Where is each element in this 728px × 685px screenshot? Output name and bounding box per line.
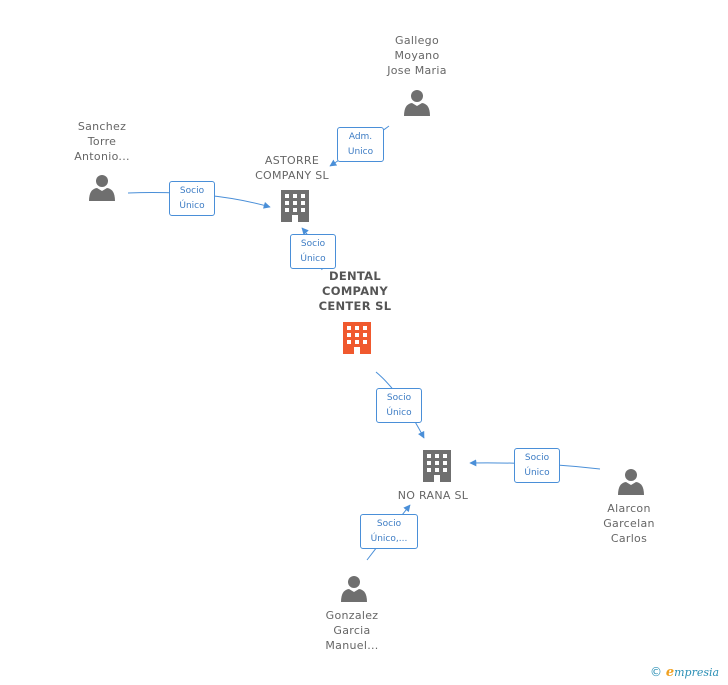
node-label-line: Gallego: [395, 34, 439, 47]
edge-label-line: Adm.: [348, 132, 373, 142]
person-icon[interactable]: [341, 576, 367, 602]
node-label-line: COMPANY SL: [255, 169, 329, 182]
node-label-gonzalez[interactable]: Gonzalez Garcia Manuel...: [300, 608, 404, 653]
node-label-line: Alarcon: [607, 502, 651, 515]
edge-label-line: Único: [386, 408, 412, 418]
person-icon[interactable]: [404, 90, 430, 116]
brand-name: mpresia: [674, 666, 720, 679]
edge-label-socio-unico[interactable]: Socio Único: [514, 448, 560, 483]
node-label-line: COMPANY: [322, 284, 388, 298]
person-icon[interactable]: [89, 175, 115, 201]
node-label-line: Carlos: [610, 532, 648, 545]
node-label-line: Garcelan: [603, 517, 655, 530]
edge-label-socio-unico[interactable]: Socio Único: [169, 181, 215, 216]
node-label-astorre[interactable]: ASTORRE COMPANY SL: [237, 153, 347, 183]
edge-label-line: Único,...: [370, 534, 408, 544]
edge-label-line: Socio: [386, 393, 412, 403]
edge-label-line: Socio: [300, 239, 326, 249]
node-label-line: Garcia: [333, 624, 371, 637]
edge-label-line: Unico: [347, 147, 374, 157]
edge-label-line: Socio: [376, 519, 402, 529]
person-icon[interactable]: [618, 469, 644, 495]
edge-label-line: Único: [524, 468, 550, 478]
node-label-line: Jose Maria: [387, 64, 447, 77]
edge-label-line: Socio: [179, 186, 205, 196]
node-label-line: Torre: [87, 135, 117, 148]
node-label-line: DENTAL: [328, 269, 381, 283]
edge-label-socio-unico[interactable]: Socio Único: [376, 388, 422, 423]
node-label-line: Sanchez: [77, 120, 127, 133]
node-label-line: Moyano: [394, 49, 440, 62]
edge-label-adm-unico[interactable]: Adm. Unico: [337, 127, 384, 162]
node-label-norana[interactable]: NO RANA SL: [380, 488, 486, 503]
building-icon[interactable]: [423, 450, 451, 482]
node-label-gallego[interactable]: Gallego Moyano Jose Maria: [364, 33, 470, 78]
node-label-sanchez[interactable]: Sanchez Torre Antonio...: [50, 119, 154, 164]
node-label-line: Gonzalez: [325, 609, 379, 622]
edge-label-line: Único: [179, 201, 205, 211]
building-icon[interactable]: [281, 190, 309, 222]
brand-footer: © empresia: [650, 665, 719, 680]
node-label-line: Manuel...: [325, 639, 379, 652]
building-icon-main[interactable]: [343, 322, 371, 354]
node-label-line: CENTER SL: [318, 299, 392, 313]
node-label-line: Antonio...: [74, 150, 130, 163]
node-label-alarcon[interactable]: Alarcon Garcelan Carlos: [577, 501, 681, 546]
brand-logo-letter: e: [665, 665, 675, 680]
edge-label-line: Único: [300, 254, 326, 264]
edge-label-socio-unico[interactable]: Socio Único,...: [360, 514, 418, 549]
node-label-line: NO RANA SL: [397, 489, 469, 502]
edge-label-line: Socio: [524, 453, 550, 463]
node-label-dental[interactable]: DENTAL COMPANY CENTER SL: [300, 269, 410, 314]
node-label-line: ASTORRE: [264, 154, 320, 167]
edge-label-socio-unico[interactable]: Socio Único: [290, 234, 336, 269]
copyright-symbol: ©: [650, 665, 662, 679]
